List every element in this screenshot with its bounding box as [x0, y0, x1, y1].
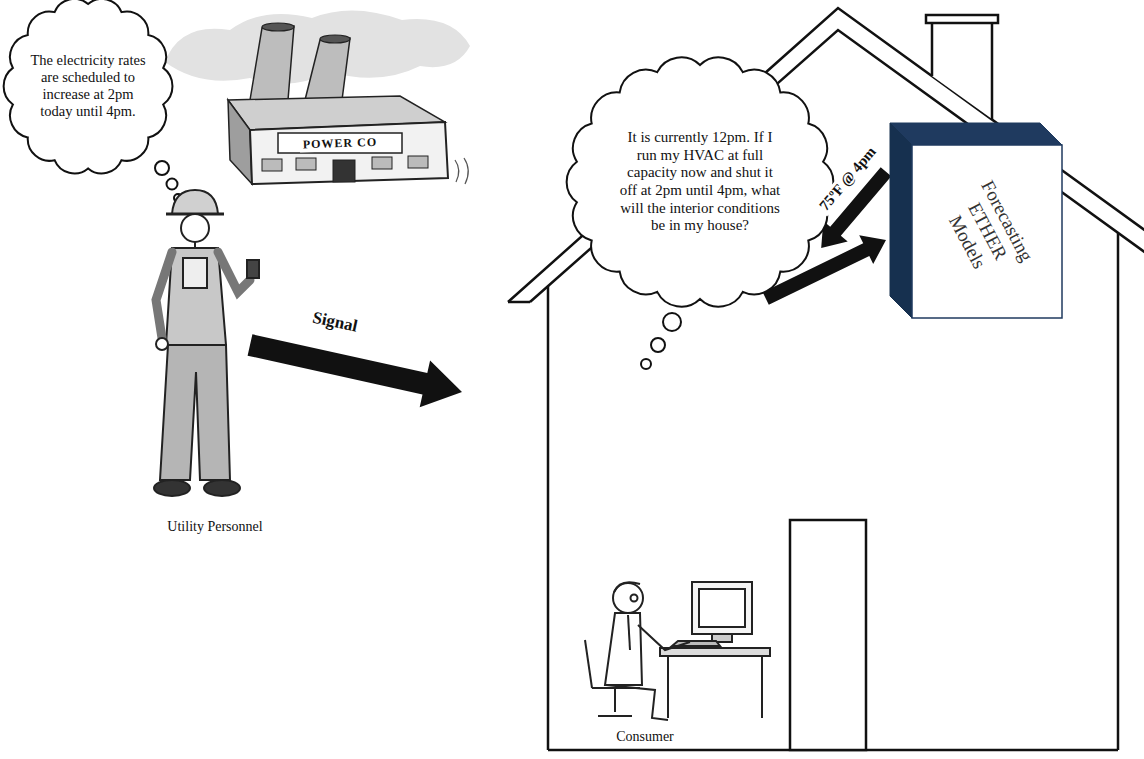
box-front-face [912, 145, 1062, 318]
arrow-label: Signal [308, 307, 362, 337]
factory-window [262, 159, 282, 171]
smokestack-top [262, 23, 294, 31]
chair-base [598, 715, 632, 717]
smokestack-top [320, 35, 350, 43]
thought-cloud: It is currently 12pm. If I run my HVAC a… [575, 65, 825, 299]
chair-back [585, 640, 592, 688]
box-side-face [890, 123, 912, 318]
handheld-device [247, 260, 259, 278]
worker-boot [154, 480, 190, 496]
thought-bubble [663, 313, 681, 331]
house-wall [1117, 233, 1120, 750]
desk-top [660, 648, 770, 656]
node-text: The electricity rates are scheduled to i… [27, 52, 149, 120]
thought-bubble [651, 338, 665, 352]
worker-legs [160, 345, 230, 480]
sketch-marks [455, 158, 468, 184]
signal-arrow [248, 334, 462, 407]
smokestack [250, 26, 294, 100]
thought-bubble [167, 179, 178, 190]
model-box: Forecasting ETHER Models [890, 123, 1062, 318]
factory-sign [278, 133, 402, 153]
box-top-face [890, 123, 1062, 145]
sign-text: POWER CO [300, 135, 381, 152]
worker-head [181, 214, 209, 242]
house-wall [547, 286, 550, 750]
consumer-torso [605, 613, 642, 685]
utility-worker [154, 190, 259, 496]
figure-label: Utility Personnel [164, 519, 265, 535]
consumer-head [613, 583, 643, 613]
chimney [932, 22, 992, 119]
consumer-figure [585, 582, 770, 720]
thought-bubble [641, 359, 651, 369]
glasses [631, 595, 638, 602]
chair-post [614, 688, 616, 712]
smokestack [305, 38, 350, 100]
worker-arm [218, 252, 250, 292]
worker-hand [156, 338, 168, 350]
door [790, 520, 866, 750]
thought-bubbles [641, 313, 681, 369]
consumer-arm [638, 625, 690, 650]
consumer-hair [614, 582, 640, 592]
cloud-shape [567, 57, 834, 306]
text-group: It is currently 12pm. If I run my HVAC a… [619, 129, 781, 235]
cloud-shape [4, 0, 173, 173]
node-text: It is currently 12pm. If I run my HVAC a… [619, 129, 781, 235]
hard-hat [172, 190, 218, 214]
figure-label: Consumer [613, 729, 677, 745]
consumer-tie [628, 615, 630, 650]
text-group: The electricity rates are scheduled to i… [27, 52, 149, 120]
desk-leg [761, 656, 763, 718]
roof-eave [508, 301, 530, 304]
chimney-cap [926, 15, 998, 23]
computer-monitor [692, 582, 752, 634]
consumer-leg [606, 685, 668, 720]
worker-boot [204, 480, 240, 496]
factory-door [333, 160, 355, 182]
factory-window [296, 158, 316, 170]
desk-leg [667, 656, 669, 718]
house-outline [508, 8, 1144, 750]
thought-bubble [155, 161, 169, 175]
worker-torso [166, 248, 226, 345]
thought-cloud: The electricity rates are scheduled to i… [11, 4, 165, 168]
factory-front [250, 122, 448, 184]
factory-window [408, 156, 428, 168]
factory-window [372, 157, 392, 169]
monitor-screen [699, 589, 745, 627]
worker-arm [156, 252, 172, 338]
factory-side [228, 100, 252, 184]
overall-bib [183, 258, 207, 288]
factory-sketch [165, 10, 470, 184]
